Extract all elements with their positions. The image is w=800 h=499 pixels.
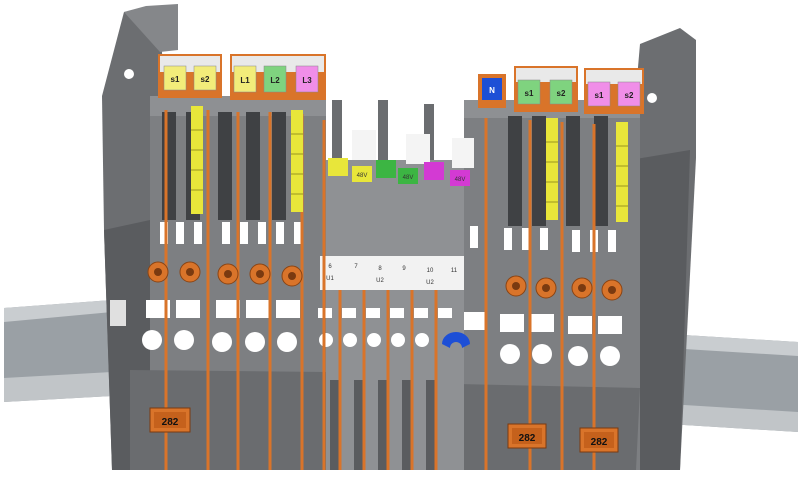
marker-l3: L3 [302,76,312,85]
marker-s2-right-a: s2 [557,89,566,98]
blue-clip [442,332,470,348]
marker-l2: L2 [270,76,280,85]
right-s-marker-carrier-a [514,66,578,112]
marker-s1-right-a: s1 [525,89,534,98]
mid-number-4: 9 [402,266,406,272]
tag-48v-yellow: 48V [357,173,368,179]
mid-number-6: 11 [451,268,458,274]
mid-sub-1: U1 [326,276,334,282]
right-s-marker-carrier-b [584,68,644,114]
orange-bridges [164,110,596,470]
marker-s2-left: s2 [201,75,210,84]
tag-48v-green: 48V [403,175,414,181]
mid-number-5: 10 [427,268,434,274]
marker-n: N [489,86,495,95]
mid-number-2: 7 [354,264,358,270]
marker-l1: L1 [240,76,250,85]
marker-s1-left: s1 [171,75,180,84]
left-l-marker-carrier [230,54,326,100]
middle-terminal-group [318,100,474,470]
mid-number-3: 8 [378,266,382,272]
yellow-sleeves [191,106,628,222]
middle-color-tabs [328,158,470,186]
marker-s1-right-b: s1 [595,91,604,100]
middle-number-strip: 6 7 8 9 10 11 U1 U2 U2 [326,264,458,286]
marker-s2-right-b: s2 [625,91,634,100]
counter-badges [149,407,619,453]
din-rail [4,300,798,432]
counter-282-left: 282 [162,417,179,428]
tag-48v-magenta: 48V [455,177,466,183]
mid-sub-3: U2 [376,278,384,284]
counter-282-right-a: 282 [519,433,536,444]
right-n-marker [478,74,506,108]
mid-sub-5: U2 [426,280,434,286]
mid-number-1: 6 [328,264,332,270]
left-s-marker-carrier [158,54,222,98]
counter-282-right-b: 282 [591,437,608,448]
